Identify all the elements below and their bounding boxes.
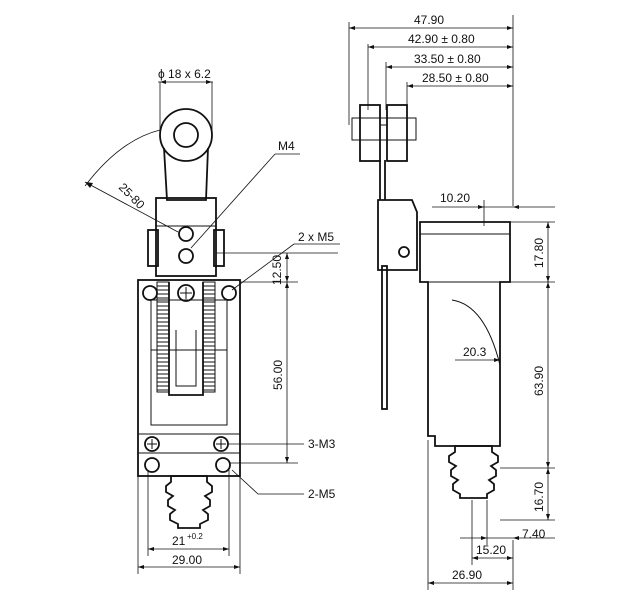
spring-left bbox=[156, 281, 170, 393]
dim-7-40-label: 7.40 bbox=[522, 527, 546, 541]
mount-hole-top-right bbox=[221, 285, 237, 301]
dim-28-50-label: 28.50 ± 0.80 bbox=[422, 71, 489, 85]
m4-label: M4 bbox=[278, 139, 295, 153]
pivot-pin bbox=[398, 246, 410, 258]
dim-47-90-label: 47.90 bbox=[414, 13, 444, 27]
dim-29-00-label: 29.00 bbox=[172, 553, 202, 567]
spring-right bbox=[202, 281, 216, 393]
lower-frame bbox=[150, 349, 228, 426]
roller-lever bbox=[163, 147, 209, 201]
rubber-boot bbox=[165, 475, 213, 529]
mount-hole-bottom-right bbox=[215, 457, 231, 473]
mount-hole-bottom-left bbox=[144, 457, 160, 473]
dim-16-70-label: 16.70 bbox=[532, 482, 546, 512]
two-m5-label-bottom: 2-M5 bbox=[308, 487, 336, 501]
roller-outer bbox=[159, 108, 213, 162]
actuator-head-right-tab bbox=[213, 229, 225, 267]
three-m3-label: 3-M3 bbox=[308, 437, 336, 451]
dim-15-20-label: 15.20 bbox=[476, 543, 506, 557]
dim-21-tolerance: +0.2 bbox=[187, 532, 203, 541]
dim-33-50-label: 33.50 ± 0.80 bbox=[414, 52, 481, 66]
two-m5-label-top: 2 x M5 bbox=[298, 230, 334, 244]
side-view: 47.90 42.90 ± 0.80 33.50 ± 0.80 28.50 ± … bbox=[348, 13, 555, 590]
dim-56-00-label: 56.00 bbox=[271, 360, 285, 390]
screw-top-center bbox=[177, 284, 195, 302]
dim-63-90-label: 63.90 bbox=[532, 366, 546, 396]
side-rubber-boot bbox=[448, 445, 499, 499]
dim-20-3-label: 20.3 bbox=[463, 345, 487, 359]
roller-side-right bbox=[386, 104, 408, 162]
dim-17-80-label: 17.80 bbox=[532, 238, 546, 268]
dim-26-90-label: 26.90 bbox=[452, 568, 482, 582]
body-side-profile bbox=[419, 221, 511, 447]
actuator-head-left-tab bbox=[147, 229, 159, 267]
actuator-head bbox=[155, 197, 217, 277]
lever-rod bbox=[381, 265, 388, 410]
dim-21-label: 21 bbox=[172, 534, 186, 548]
m3-screw-left bbox=[144, 436, 160, 452]
m4-hole-2 bbox=[178, 248, 194, 264]
u-channel bbox=[168, 282, 204, 396]
dim-42-90-label: 42.90 ± 0.80 bbox=[408, 32, 475, 46]
mount-hole-top-left bbox=[142, 285, 158, 301]
pivot-head bbox=[377, 199, 418, 271]
inner-u bbox=[175, 330, 197, 387]
switch-body bbox=[137, 279, 241, 477]
m4-hole-1 bbox=[178, 226, 194, 242]
dim-12-50-label: 12.50 bbox=[270, 255, 284, 285]
roller-side-left bbox=[359, 104, 381, 162]
roller-diameter-label: ϕ 18 x 6.2 bbox=[158, 67, 211, 81]
front-view: ϕ 18 x 6.2 25-80 M4 2 x M5 12.50 56.00 3… bbox=[84, 67, 340, 574]
roller-inner bbox=[173, 122, 199, 148]
dim-10-20-label: 10.20 bbox=[440, 191, 470, 205]
